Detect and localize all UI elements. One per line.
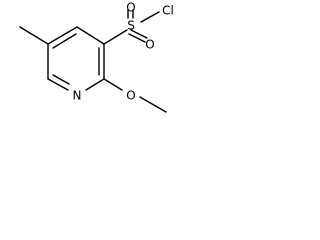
pyridine-ring	[47, 26, 105, 91]
sulfur-chlorine-bond	[140, 11, 160, 23]
oxygen-lower-label: O	[145, 38, 154, 52]
sulfur-oxygen-lower-bond-2	[130, 29, 148, 39]
ring-bond-n1-c6	[47, 78, 69, 91]
oxygen-top-label: O	[126, 1, 135, 15]
nitrogen-label: N	[73, 89, 82, 103]
substituent-bonds	[19, 9, 167, 113]
ring-bond-c2-n1	[85, 78, 105, 91]
ring-bond-c4-c3	[76, 26, 105, 45]
ring-bond-c5-c4	[47, 26, 78, 45]
chemical-structure-diagram: O S Cl O N O	[19, 1, 174, 113]
chlorine-label: Cl	[162, 4, 174, 18]
ring-bond-c5-c4-inner	[52, 33, 77, 49]
c2-methoxy-oxygen-bond	[103, 78, 123, 91]
ring-bond-n1-c6-inner	[52, 74, 70, 85]
methoxy-methyl-bond	[139, 96, 167, 113]
atom-labels: O S Cl O N O	[73, 1, 174, 103]
sulfur-label: S	[127, 19, 135, 33]
sulfur-oxygen-lower-bond-1	[128, 33, 146, 43]
methoxy-oxygen-label: O	[126, 89, 135, 103]
methyl-bond	[19, 26, 49, 45]
c3-sulfur-bond	[103, 29, 128, 45]
